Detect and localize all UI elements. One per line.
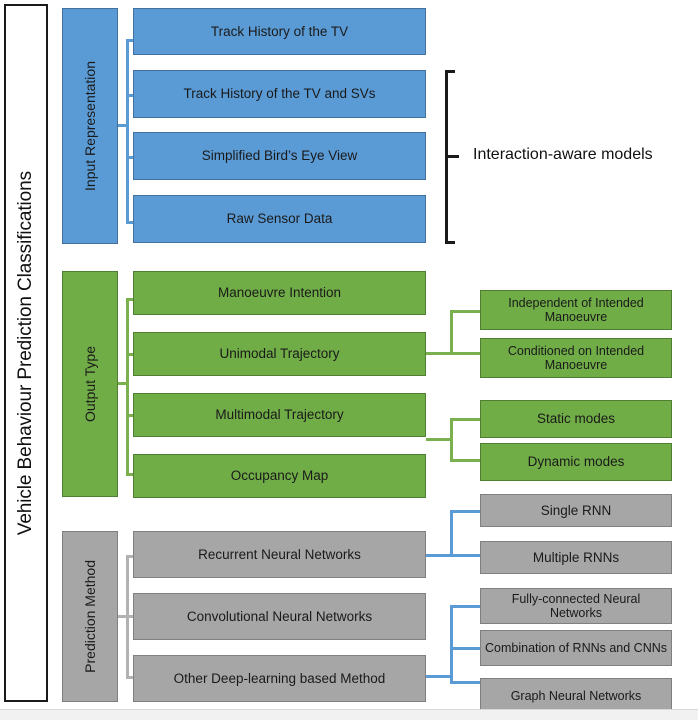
node-conditioned-on-intended-manoeuvre[interactable]: Conditioned on Intended Manoeuvre (480, 338, 672, 378)
node-label: Convolutional Neural Networks (186, 608, 373, 624)
node-label: Independent of Intended Manoeuvre (508, 296, 644, 324)
main-title-box: Vehicle Behaviour Prediction Classificat… (4, 4, 48, 702)
node-simplified-birds-eye-view[interactable]: Simplified Bird’s Eye View (133, 132, 426, 180)
node-label: Track History of the TV and SVs (183, 86, 376, 102)
category-label-prediction-method: Prediction Method (82, 560, 98, 673)
node-track-history-tv[interactable]: Track History of the TV (133, 8, 426, 55)
node-label: Graph Neural Networks (510, 688, 642, 703)
category-input-representation[interactable]: Input Representation (62, 8, 118, 244)
node-convolutional-neural-networks[interactable]: Convolutional Neural Networks (133, 593, 426, 640)
node-label: Manoeuvre Intention (217, 285, 342, 301)
connector-output-type (118, 271, 135, 497)
node-label: Static modes (536, 411, 616, 427)
page-bottom-edge (0, 709, 698, 720)
node-label: Combination of RNNs and CNNs (485, 641, 668, 655)
node-fully-connected-neural-networks[interactable]: Fully-connected Neural Networks (480, 588, 672, 624)
node-static-modes[interactable]: Static modes (480, 400, 672, 438)
connector-prediction-method (118, 531, 135, 702)
node-label: Other Deep-learning based Method (173, 670, 386, 686)
node-label: Dynamic modes (527, 454, 625, 470)
node-manoeuvre-intention[interactable]: Manoeuvre Intention (133, 271, 426, 315)
node-label: Track History of the TV (210, 23, 349, 39)
connector-other-dl-children (426, 588, 482, 713)
connector-input-representation (118, 8, 135, 244)
node-label: Conditioned on Intended Manoeuvre (507, 344, 645, 372)
connector-multimodal-children (426, 400, 482, 470)
node-label: Unimodal Trajectory (219, 346, 340, 362)
node-multiple-rnns[interactable]: Multiple RNNs (480, 541, 672, 574)
page-title: Vehicle Behaviour Prediction Classificat… (15, 170, 36, 536)
category-label-output-type: Output Type (82, 345, 98, 422)
node-label: Fully-connected Neural Networks (511, 592, 641, 620)
node-independent-of-intended-manoeuvre[interactable]: Independent of Intended Manoeuvre (480, 290, 672, 330)
node-combination-of-rnns-and-cnns[interactable]: Combination of RNNs and CNNs (480, 630, 672, 666)
category-output-type[interactable]: Output Type (62, 271, 118, 497)
node-recurrent-neural-networks[interactable]: Recurrent Neural Networks (133, 531, 426, 578)
node-single-rnn[interactable]: Single RNN (480, 494, 672, 527)
category-prediction-method[interactable]: Prediction Method (62, 531, 118, 702)
node-label: Multimodal Trajectory (215, 407, 344, 423)
node-track-history-tv-svs[interactable]: Track History of the TV and SVs (133, 70, 426, 118)
node-label: Occupancy Map (230, 468, 329, 484)
node-raw-sensor-data[interactable]: Raw Sensor Data (133, 195, 426, 243)
node-dynamic-modes[interactable]: Dynamic modes (480, 443, 672, 481)
node-graph-neural-networks[interactable]: Graph Neural Networks (480, 678, 672, 713)
node-unimodal-trajectory[interactable]: Unimodal Trajectory (133, 332, 426, 376)
node-label: Recurrent Neural Networks (198, 546, 361, 562)
node-other-deep-learning-based-method[interactable]: Other Deep-learning based Method (133, 655, 426, 702)
category-label-input-representation: Input Representation (82, 61, 98, 191)
connector-unimodal-children (426, 290, 482, 360)
node-label: Multiple RNNs (532, 549, 620, 565)
node-label: Single RNN (540, 502, 612, 518)
node-label: Simplified Bird’s Eye View (201, 148, 358, 164)
node-occupancy-map[interactable]: Occupancy Map (133, 454, 426, 498)
node-multimodal-trajectory[interactable]: Multimodal Trajectory (133, 393, 426, 437)
annotation-interaction-aware-models: Interaction-aware models (473, 146, 653, 163)
connector-rnn-children (426, 494, 482, 574)
interaction-aware-brace (436, 70, 462, 244)
node-label: Raw Sensor Data (226, 211, 333, 227)
